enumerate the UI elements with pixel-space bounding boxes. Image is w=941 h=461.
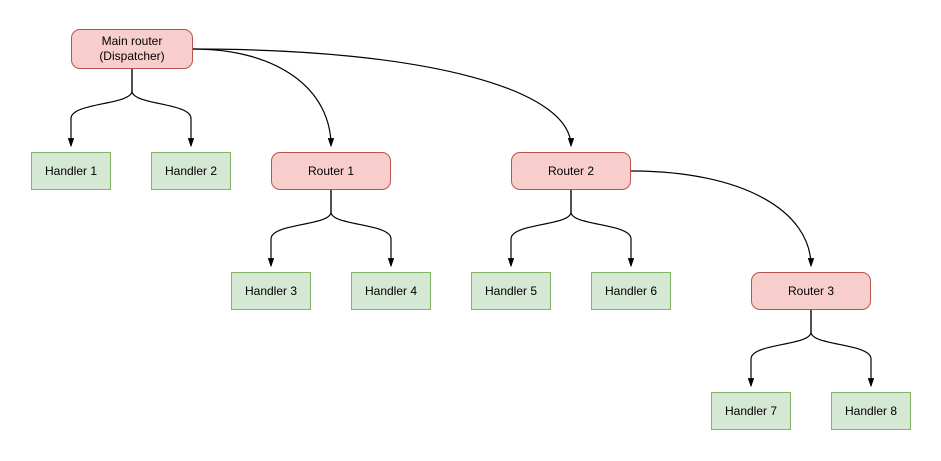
node-h4[interactable]: Handler 4 — [351, 272, 431, 310]
node-h8[interactable]: Handler 8 — [831, 392, 911, 430]
e-main-router2 — [192, 48, 571, 146]
node-h6[interactable]: Handler 6 — [591, 272, 671, 310]
node-h5[interactable]: Handler 5 — [471, 272, 551, 310]
e-router2-router3 — [630, 170, 811, 266]
node-label: Handler 6 — [604, 283, 658, 298]
node-label: Handler 2 — [164, 163, 218, 178]
node-router2[interactable]: Router 2 — [511, 152, 631, 190]
node-label: Handler 7 — [724, 403, 778, 418]
node-label: Handler 5 — [484, 283, 538, 298]
e-router2-h5 — [511, 190, 572, 266]
e-main-h1 — [71, 69, 133, 146]
e-main-router1 — [192, 48, 331, 146]
node-main[interactable]: Main router (Dispatcher) — [71, 29, 193, 69]
node-label: Router 2 — [547, 163, 595, 178]
e-main-h2 — [131, 69, 191, 146]
node-label: Router 1 — [307, 163, 355, 178]
node-label: Handler 1 — [44, 163, 98, 178]
node-label: Handler 3 — [244, 283, 298, 298]
node-h1[interactable]: Handler 1 — [31, 152, 111, 190]
node-router3[interactable]: Router 3 — [751, 272, 871, 310]
e-router1-h4 — [330, 190, 391, 266]
e-router3-h7 — [751, 310, 812, 386]
node-h3[interactable]: Handler 3 — [231, 272, 311, 310]
e-router3-h8 — [810, 310, 871, 386]
node-label: Router 3 — [787, 283, 835, 298]
e-router2-h6 — [570, 190, 631, 266]
node-label: Handler 8 — [844, 403, 898, 418]
e-router1-h3 — [271, 190, 332, 266]
node-h2[interactable]: Handler 2 — [151, 152, 231, 190]
node-h7[interactable]: Handler 7 — [711, 392, 791, 430]
node-label: Handler 4 — [364, 283, 418, 298]
node-router1[interactable]: Router 1 — [271, 152, 391, 190]
node-label: Main router (Dispatcher) — [99, 34, 165, 63]
